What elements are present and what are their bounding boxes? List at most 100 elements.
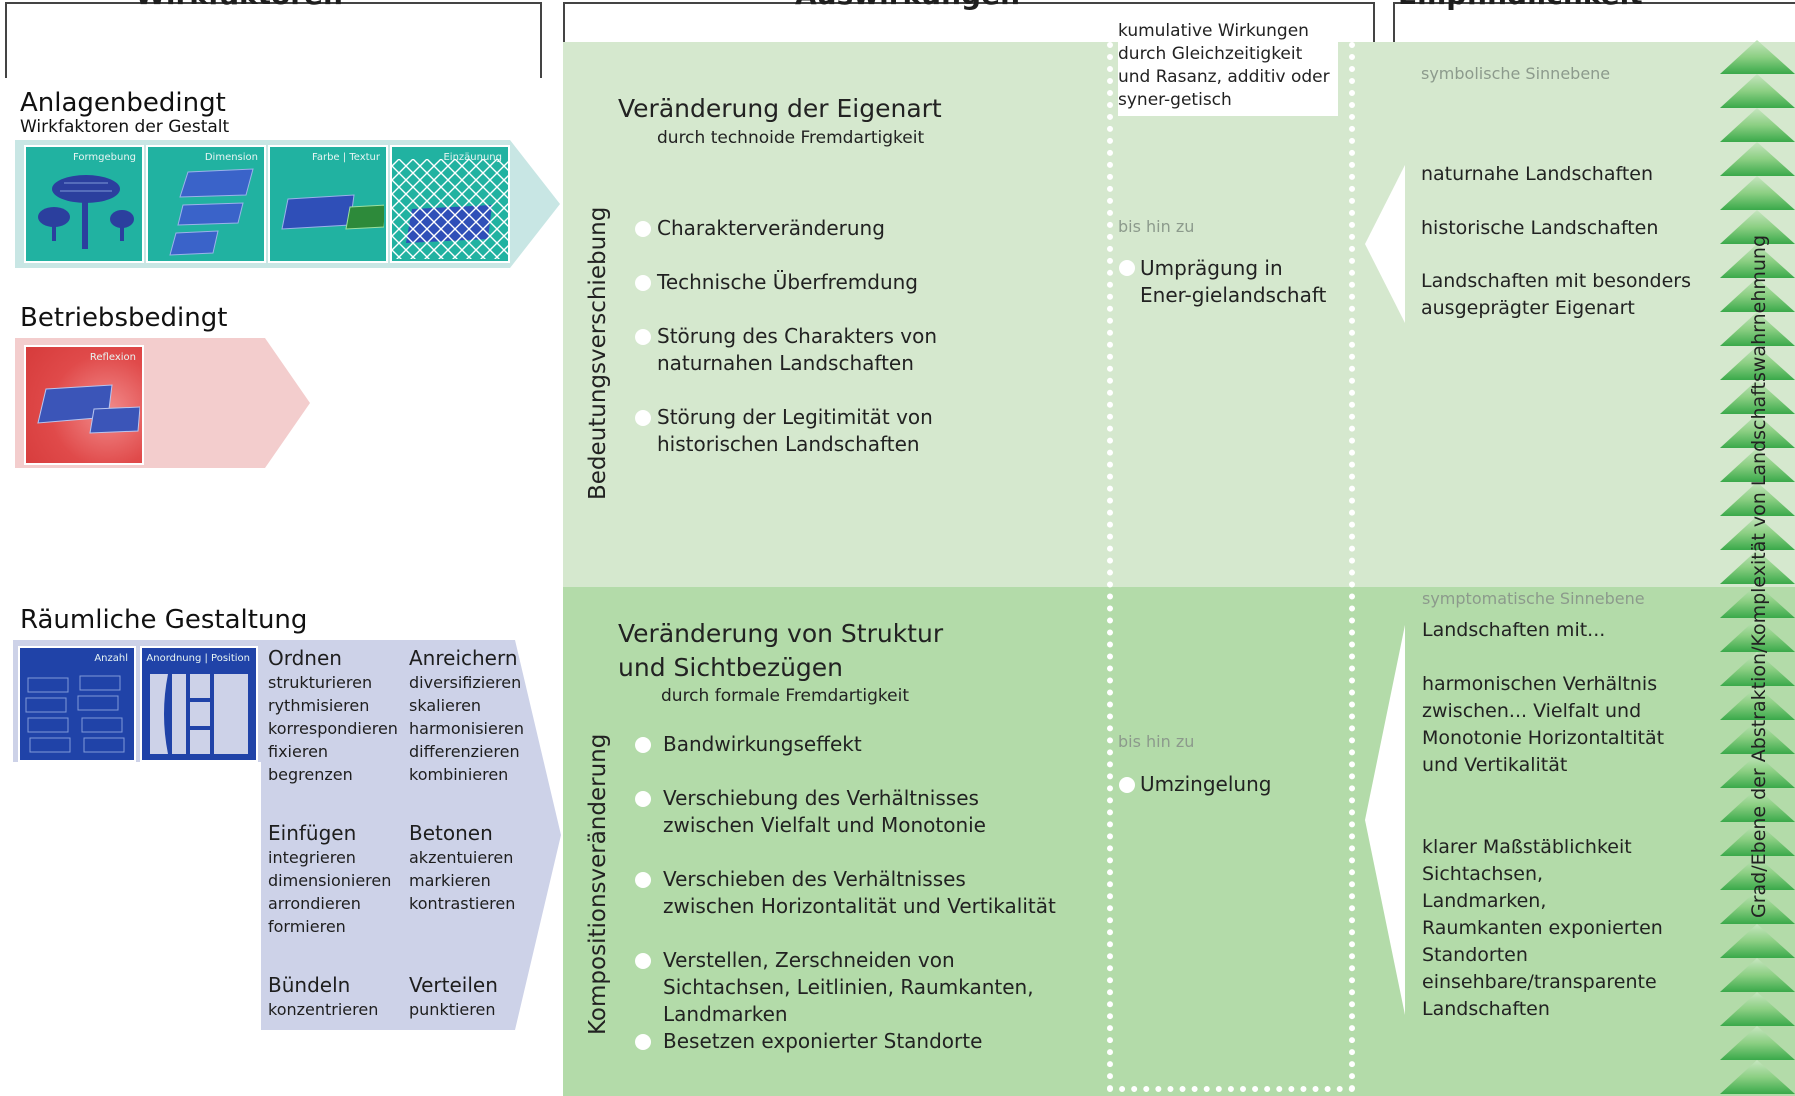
verb-anreichern-1: skalieren [409, 696, 482, 715]
tile-anordnung-label: Anordnung | Position [146, 653, 250, 664]
betrieb-title: Betriebsbedingt [20, 303, 228, 333]
tree-panels-icon [38, 175, 134, 249]
empf-lower-label: symptomatische Sinnebene [1422, 589, 1645, 608]
cumulative-bis-2: bis hin zu [1118, 732, 1195, 751]
verb-anreichern-4: kombinieren [409, 765, 509, 784]
verb-betonen-1: markieren [409, 871, 491, 890]
empf-arrow-upper [1365, 165, 1405, 323]
upper-subtitle: durch technoide Fremdartigkeit [657, 128, 925, 148]
lower-bullet-2 [635, 872, 651, 888]
cumulative-bullet-2 [1119, 777, 1135, 793]
panels-texture-icon [281, 194, 384, 230]
verb-einfuegen-0: integrieren [268, 848, 356, 867]
bracket-wirkfaktoren [5, 2, 542, 78]
header-empfindlichkeit: Empfindlichkeit [1398, 0, 1643, 11]
bracket-empfindlichkeit [1393, 2, 1795, 78]
bracket-auswirkungen [563, 2, 1375, 78]
fence-icon [392, 159, 508, 259]
verb-ordnen-3: fixieren [268, 742, 329, 761]
verb-group-head-verteilen: Verteilen [409, 973, 498, 997]
tile-anzahl: Anzahl [18, 646, 136, 762]
empf-upper-item-0: naturnahe Landschaften [1421, 163, 1654, 185]
verb-einfuegen-1: dimensionieren [268, 871, 392, 890]
cumulative-column [1107, 42, 1355, 1092]
verb-group-head-anreichern: Anreichern [409, 646, 518, 670]
verb-ordnen-4: begrenzen [268, 765, 353, 784]
cumulative-item-2: Umzingelung [1140, 772, 1272, 796]
upper-bullet-3 [635, 410, 651, 426]
empf-lower-block-1: harmonischen Verhältnis zwischen... Viel… [1422, 673, 1665, 776]
panel-grid-icon [25, 675, 125, 753]
upper-item-1: Technische Überfremdung [657, 270, 918, 294]
lower-item-0: Bandwirkungseffekt [663, 732, 862, 756]
header-auswirkungen: Auswirkungen [795, 0, 1020, 11]
verb-anreichern-3: differenzieren [409, 742, 520, 761]
upper-side-label: Bedeutungsverschiebung [585, 206, 611, 500]
upper-item-2: Störung des Charakters von naturnahen La… [657, 324, 938, 375]
empf-lower-block-3: einsehbare/transparente Landschaften [1422, 971, 1657, 1020]
empf-upper-item-2: Landschaften mit besonders ausgeprägter … [1421, 270, 1691, 319]
lower-bullet-3 [635, 953, 651, 969]
upper-bullet-2 [635, 329, 651, 345]
tile-dimension: Dimension [146, 145, 266, 263]
verb-group-head-betonen: Betonen [409, 821, 493, 845]
verb-ordnen-2: korrespondieren [268, 719, 398, 738]
tile-anzahl-label: Anzahl [94, 653, 128, 664]
lower-bullet-1 [635, 791, 651, 807]
empf-lower-intro: Landschaften mit... [1422, 619, 1606, 641]
anlagen-title: Anlagenbedingt [20, 88, 226, 118]
lower-item-3: Verstellen, Zerschneiden von Sichtachsen… [663, 948, 1034, 1026]
lower-panel [563, 587, 1795, 1096]
tile-einzaeunung: Einzäunung [390, 145, 510, 263]
upper-bullet-1 [635, 275, 651, 291]
empf-lower-block-2: klarer Maßstäblichkeit Sichtachsen, Land… [1422, 836, 1663, 966]
tile-farbe-textur: Farbe | Textur [268, 145, 388, 263]
lower-subtitle: durch formale Fremdartigkeit [661, 686, 909, 706]
lower-item-2: Verschieben des Verhältnisses zwischen H… [663, 867, 1056, 918]
verb-ordnen-0: strukturieren [268, 673, 373, 692]
tile-reflexion: Reflexion [24, 345, 144, 465]
verb-buendeln-0: konzentrieren [268, 1000, 379, 1019]
lower-bullet-0 [635, 737, 651, 753]
verb-anreichern-0: diversifizieren [409, 673, 522, 692]
verb-group-head-einfuegen: Einfügen [268, 821, 357, 845]
lower-item-1: Verschiebung des Verhältnisses zwischen … [663, 786, 986, 837]
empf-upper-label: symbolische Sinnebene [1421, 64, 1611, 83]
verb-verteilen-0: punktieren [409, 1000, 496, 1019]
verb-betonen-2: kontrastieren [409, 894, 516, 913]
verb-ordnen-1: rythmisieren [268, 696, 370, 715]
tile-anordnung: Anordnung | Position [140, 646, 258, 762]
lower-title: Veränderung von Struktur und Sichtbezüge… [618, 619, 944, 682]
panels-reflection-icon [37, 384, 140, 434]
panels-dimension-icon [169, 168, 254, 256]
cumulative-bis-1: bis hin zu [1118, 217, 1195, 236]
cumulative-heading: kumulative Wirkungen durch Gleichzeitigk… [1118, 18, 1338, 116]
tile-formgebung-label: Formgebung [72, 152, 136, 163]
layout-icon [150, 674, 248, 754]
verb-group-head-buendeln: Bündeln [268, 973, 351, 997]
upper-item-3: Störung der Legitimität von historischen… [657, 405, 933, 456]
tile-dimension-label: Dimension [204, 152, 258, 163]
lower-side-label: Kompositionsveränderung [585, 733, 611, 1035]
anlagen-subtitle: Wirkfaktoren der Gestalt [20, 117, 230, 137]
tile-einzaeunung-label: Einzäunung [443, 152, 502, 163]
tile-farbe-textur-label: Farbe | Textur [312, 152, 380, 163]
verb-einfuegen-2: arrondieren [268, 894, 361, 913]
upper-item-0: Charakterveränderung [657, 216, 885, 240]
verb-betonen-0: akzentuieren [409, 848, 514, 867]
raum-title: Räumliche Gestaltung [20, 605, 308, 635]
lower-item-4: Besetzen exponierter Standorte [663, 1029, 983, 1053]
cumulative-bullet-1 [1119, 260, 1135, 276]
verb-anreichern-2: harmonisieren [409, 719, 525, 738]
tile-reflexion-label: Reflexion [89, 352, 136, 363]
verb-einfuegen-3: formieren [268, 917, 346, 936]
empf-upper-item-1: historische Landschaften [1421, 217, 1659, 239]
header-wirkfaktoren: Wirkfaktoren [135, 0, 343, 11]
tile-formgebung: Formgebung [24, 145, 144, 263]
cumulative-item-1: Umprägung in Ener-gielandschaft [1140, 256, 1327, 307]
abstraction-arrow-column [1720, 40, 1795, 1094]
lower-bullet-4 [635, 1034, 651, 1050]
upper-panel [563, 42, 1795, 587]
upper-title: Veränderung der Eigenart [618, 94, 942, 123]
verb-group-head-ordnen: Ordnen [268, 646, 342, 670]
